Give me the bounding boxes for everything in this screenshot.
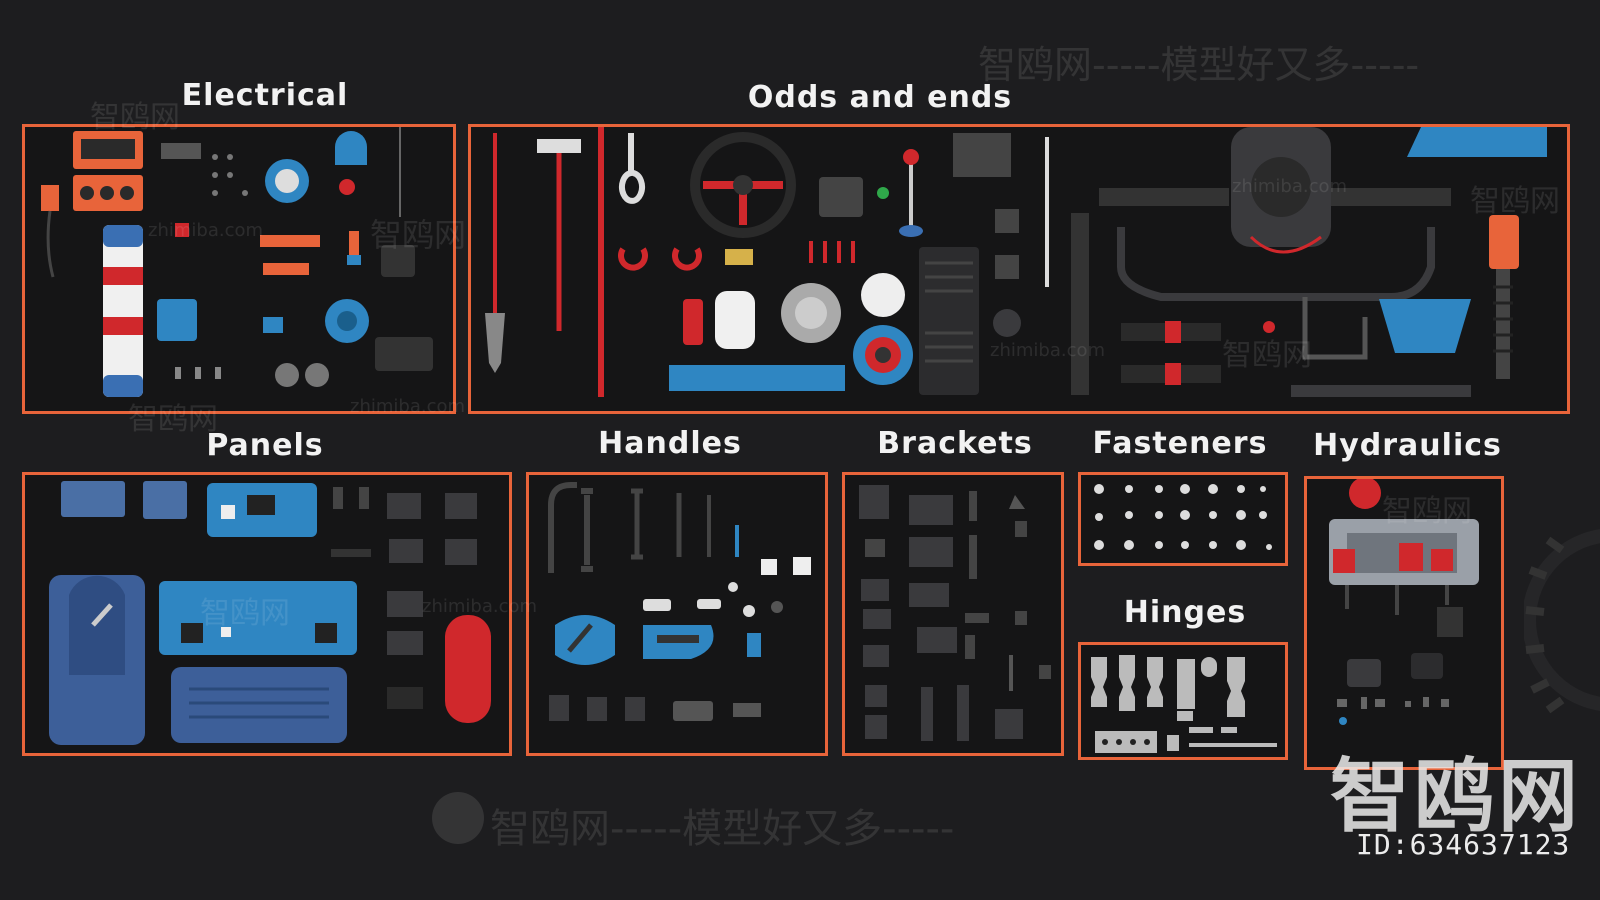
handles-panel — [526, 472, 828, 756]
section-title-fasteners: Fasteners — [1092, 426, 1268, 461]
odds-and-ends-illustration — [485, 127, 1547, 397]
watermark-small-5: 智鸥网 — [1382, 494, 1472, 529]
electrical-parts-illustration — [41, 127, 433, 397]
watermark-site-5: zhimiba.com — [350, 396, 466, 417]
section-title-brackets: Brackets — [877, 426, 1033, 461]
watermark-site-1: zhimiba.com — [148, 220, 264, 241]
brackets-illustration — [859, 485, 1051, 741]
hydraulics-illustration — [1329, 479, 1479, 725]
watermark-small-3: 智鸥网 — [1222, 338, 1312, 373]
brackets-panel — [842, 472, 1064, 756]
watermark-brand: 智鸥网 — [1330, 750, 1582, 843]
watermark-bottom: 智鸥网-----模型好又多----- — [490, 806, 955, 852]
hydraulics-panel — [1304, 476, 1504, 770]
watermark-small-1: 智鸥网 — [90, 100, 180, 135]
section-title-handles: Handles — [598, 426, 742, 461]
panels-illustration — [49, 481, 491, 745]
fasteners-illustration — [1094, 484, 1272, 550]
handles-illustration — [548, 482, 811, 721]
watermark-small-7: 智鸥网 — [1470, 184, 1560, 219]
hinges-illustration — [1091, 655, 1277, 753]
watermark-small-4: 智鸥网 — [200, 596, 290, 631]
section-title-panels: Panels — [206, 428, 324, 463]
panels-panel — [22, 472, 512, 756]
section-title-hydraulics: Hydraulics — [1313, 428, 1502, 463]
watermark-small-6: 智鸥网 — [128, 402, 218, 437]
tire-illustration — [1524, 529, 1600, 714]
watermark-site-3: zhimiba.com — [990, 340, 1106, 361]
odds-and-ends-panel — [468, 124, 1570, 414]
electrical-panel — [22, 124, 456, 414]
section-title-electrical: Electrical — [181, 78, 349, 113]
watermark-top: 智鸥网-----模型好又多----- — [978, 43, 1420, 87]
watermark-site-4: zhimiba.com — [422, 596, 538, 617]
section-title-odds-and-ends: Odds and ends — [747, 80, 1013, 115]
fasteners-panel — [1078, 472, 1288, 566]
hinges-panel — [1078, 642, 1288, 760]
watermark-site-2: zhimiba.com — [1232, 176, 1348, 197]
bird-logo-icon — [432, 792, 484, 844]
watermark-small-2: 智鸥网 — [370, 216, 467, 254]
section-title-hinges: Hinges — [1123, 595, 1247, 630]
watermark-id: ID:634637123 — [1356, 828, 1571, 861]
